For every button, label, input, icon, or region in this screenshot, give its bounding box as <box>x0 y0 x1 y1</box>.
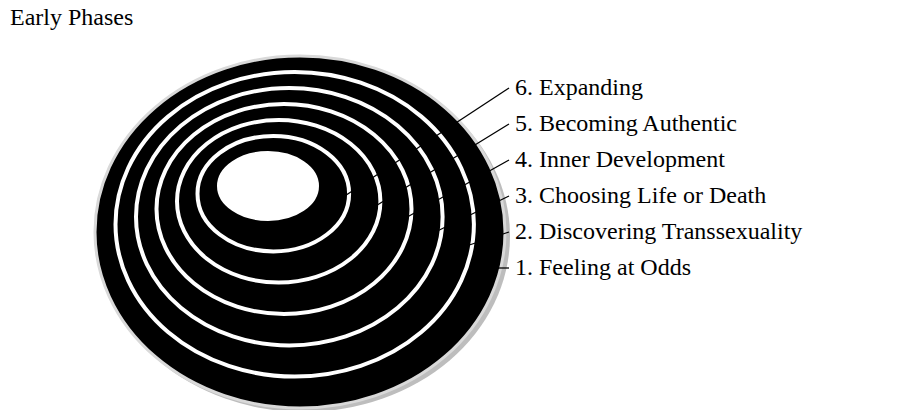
phase-label: 1. Feeling at Odds <box>515 254 691 282</box>
phase-label: 2. Discovering Transsexuality <box>515 218 802 246</box>
diagram-title: Early Phases <box>10 4 133 32</box>
ring-hole <box>218 152 318 220</box>
phase-label: 6. Expanding <box>515 74 643 102</box>
leader-line <box>393 160 509 225</box>
ring-band <box>157 104 412 314</box>
ring-band <box>116 72 474 377</box>
leader-line <box>423 196 509 238</box>
leader-line <box>483 267 509 268</box>
phase-label: 4. Inner Development <box>515 146 725 174</box>
ring-band <box>95 56 505 408</box>
leader-line <box>331 88 509 205</box>
leader-line <box>454 232 509 250</box>
ring-band <box>177 120 380 283</box>
phase-label: 3. Choosing Life or Death <box>515 182 766 210</box>
ring-band <box>197 136 349 251</box>
ring-band <box>136 88 443 345</box>
phase-label: 5. Becoming Authentic <box>515 110 737 138</box>
